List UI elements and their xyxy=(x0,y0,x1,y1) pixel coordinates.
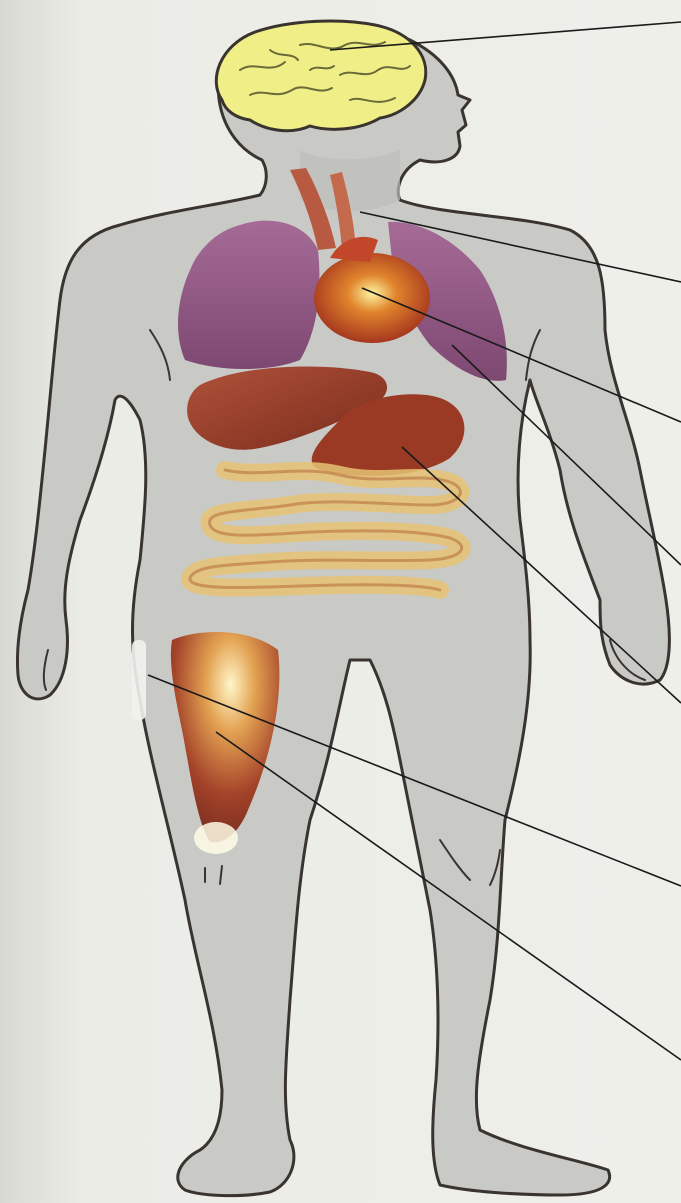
brain xyxy=(216,21,425,131)
knee-glow xyxy=(194,822,238,854)
heart xyxy=(314,253,430,343)
skin-highlight xyxy=(132,640,146,720)
